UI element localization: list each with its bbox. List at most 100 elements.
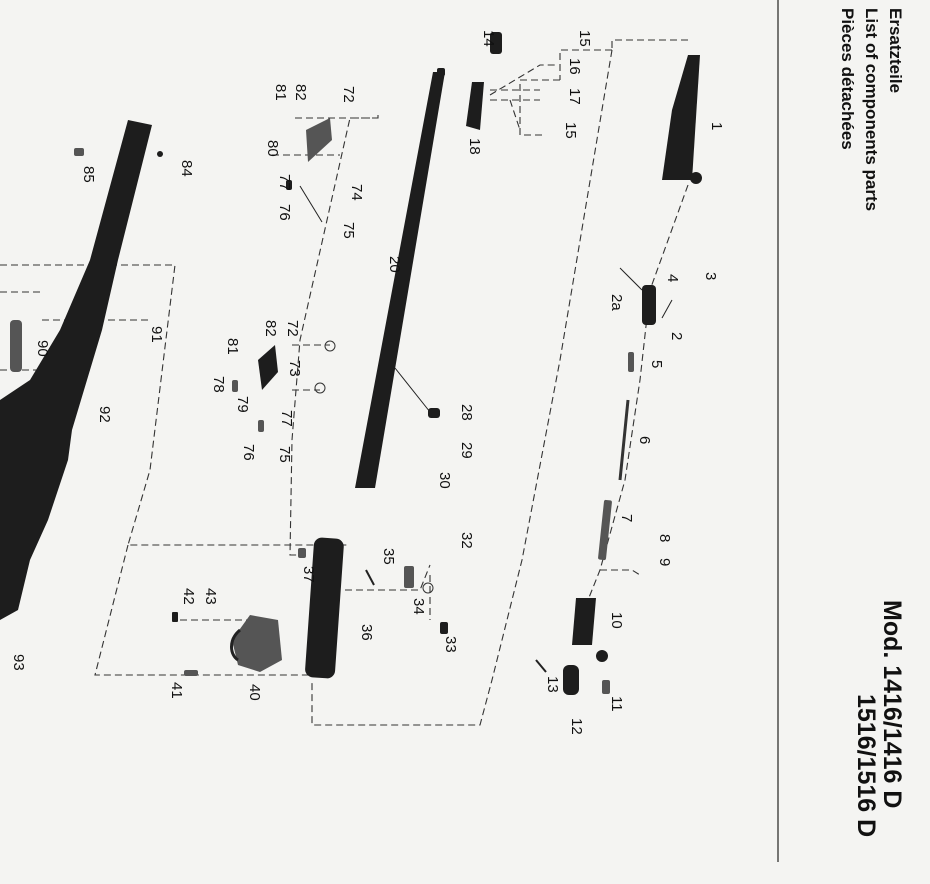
bolt-knob <box>596 650 608 662</box>
connector-circle-1 <box>324 340 336 352</box>
part-label-14: 14 <box>480 30 497 47</box>
part-84-shape <box>157 151 163 157</box>
part-label-42: 42 <box>180 588 197 605</box>
firing-pin-part <box>618 399 630 481</box>
part-12-shape <box>563 665 579 695</box>
part-label-77-top: 77 <box>276 174 293 191</box>
barrel-part <box>355 72 445 488</box>
part-label-2: 2 <box>668 332 685 340</box>
part-label-11: 11 <box>608 696 625 712</box>
part-label-1: 1 <box>708 122 725 130</box>
part-label-72-top: 72 <box>340 86 357 103</box>
bolt-handle <box>690 172 702 184</box>
part-label-10: 10 <box>608 612 625 629</box>
part-5-shape <box>628 352 634 372</box>
part-label-5: 5 <box>648 360 665 368</box>
part-78-shape <box>232 380 238 392</box>
part-label-37: 37 <box>300 566 317 583</box>
part-label-28: 28 <box>458 404 475 421</box>
trigger-blade <box>230 628 242 662</box>
trigger-group-part <box>232 615 282 672</box>
part-label-12: 12 <box>568 718 585 735</box>
part-shapes <box>0 32 702 695</box>
part-label-17: 17 <box>566 88 583 105</box>
part-label-90: 90 <box>34 340 51 357</box>
part-label-13: 13 <box>544 676 561 693</box>
part-label-36: 36 <box>358 624 375 641</box>
part-label-80: 80 <box>264 140 281 157</box>
part-label-81-mid: 81 <box>224 338 241 355</box>
part-label-30: 30 <box>436 472 453 489</box>
part-label-84: 84 <box>178 160 195 177</box>
stock-part <box>0 120 152 620</box>
part-11-shape <box>602 680 610 694</box>
part-label-34: 34 <box>410 598 427 615</box>
part-label-41: 41 <box>168 682 185 699</box>
part-label-7: 7 <box>618 514 635 522</box>
part-label-75-top: 75 <box>340 222 357 239</box>
part-label-79: 79 <box>234 396 251 413</box>
part-label-82-mid: 82 <box>262 320 279 337</box>
header-line-1: Ersatzteile <box>886 8 905 93</box>
part-28-shape <box>428 408 440 418</box>
part-14-shape <box>490 32 502 54</box>
part-label-16: 16 <box>566 58 583 75</box>
part-label-15-top: 15 <box>576 30 593 47</box>
part-label-73: 73 <box>286 360 303 377</box>
part-label-35: 35 <box>380 548 397 565</box>
part-label-76-top: 76 <box>276 204 293 221</box>
part-label-8: 8 <box>656 534 673 542</box>
part-label-2a: 2a <box>608 294 625 311</box>
part-13-shape <box>535 659 547 673</box>
part-label-15-bottom: 15 <box>562 122 579 139</box>
part-label-43: 43 <box>202 588 219 605</box>
part-label-20: 20 <box>386 256 403 273</box>
part-37-shape <box>298 548 306 558</box>
part-labels: 1 3 4 2 2a 5 6 7 8 9 10 11 12 13 14 15 1… <box>10 30 725 735</box>
spring-part <box>598 499 612 561</box>
part-33-shape <box>440 622 448 634</box>
header-block: Ersatzteile List of components parts Piè… <box>838 8 905 211</box>
part-label-18: 18 <box>466 138 483 155</box>
model-line-1: Mod. 1416/1416 D <box>878 600 906 808</box>
model-line-2: 1516/1516 D <box>852 694 880 837</box>
bolt-body-part <box>572 598 596 645</box>
part-90-shape <box>10 320 22 372</box>
part-label-75-mid: 75 <box>276 446 293 463</box>
part-label-81-top: 81 <box>272 84 289 101</box>
magazine-part <box>305 537 344 679</box>
header-line-2: List of components parts <box>862 8 881 211</box>
part-label-93: 93 <box>10 654 27 671</box>
header-line-3: Pièces détachées <box>838 8 857 150</box>
part-label-33: 33 <box>442 636 459 653</box>
part-label-29: 29 <box>458 442 475 459</box>
part-35-shape <box>365 569 375 586</box>
connector-circle-3 <box>422 582 434 594</box>
part-41-shape <box>184 670 198 676</box>
part-label-92: 92 <box>96 406 113 423</box>
leader-lines <box>299 185 673 413</box>
part-label-91: 91 <box>148 326 165 343</box>
receiver-part <box>662 55 700 180</box>
front-sight-part <box>466 82 484 130</box>
part-label-77-mid: 77 <box>278 410 295 427</box>
barrel-muzzle <box>437 68 445 76</box>
part-label-82-top: 82 <box>292 84 309 101</box>
part-85-shape <box>74 148 84 156</box>
part-label-9: 9 <box>656 558 673 566</box>
part-label-32: 32 <box>458 532 475 549</box>
model-title: Mod. 1416/1416 D 1516/1516 D <box>852 600 906 837</box>
safety-part-top <box>306 118 332 162</box>
sleeve-part <box>642 285 656 325</box>
part-label-4: 4 <box>664 274 681 282</box>
part-76-shape-top <box>286 180 292 190</box>
part-label-85: 85 <box>80 166 97 183</box>
part-label-3: 3 <box>702 272 719 280</box>
part-label-74: 74 <box>348 184 365 201</box>
connector-circle-2 <box>314 382 326 394</box>
part-42-shape <box>172 612 178 622</box>
part-label-6: 6 <box>636 436 653 444</box>
part-34-shape <box>404 566 414 588</box>
part-label-40: 40 <box>246 684 263 701</box>
